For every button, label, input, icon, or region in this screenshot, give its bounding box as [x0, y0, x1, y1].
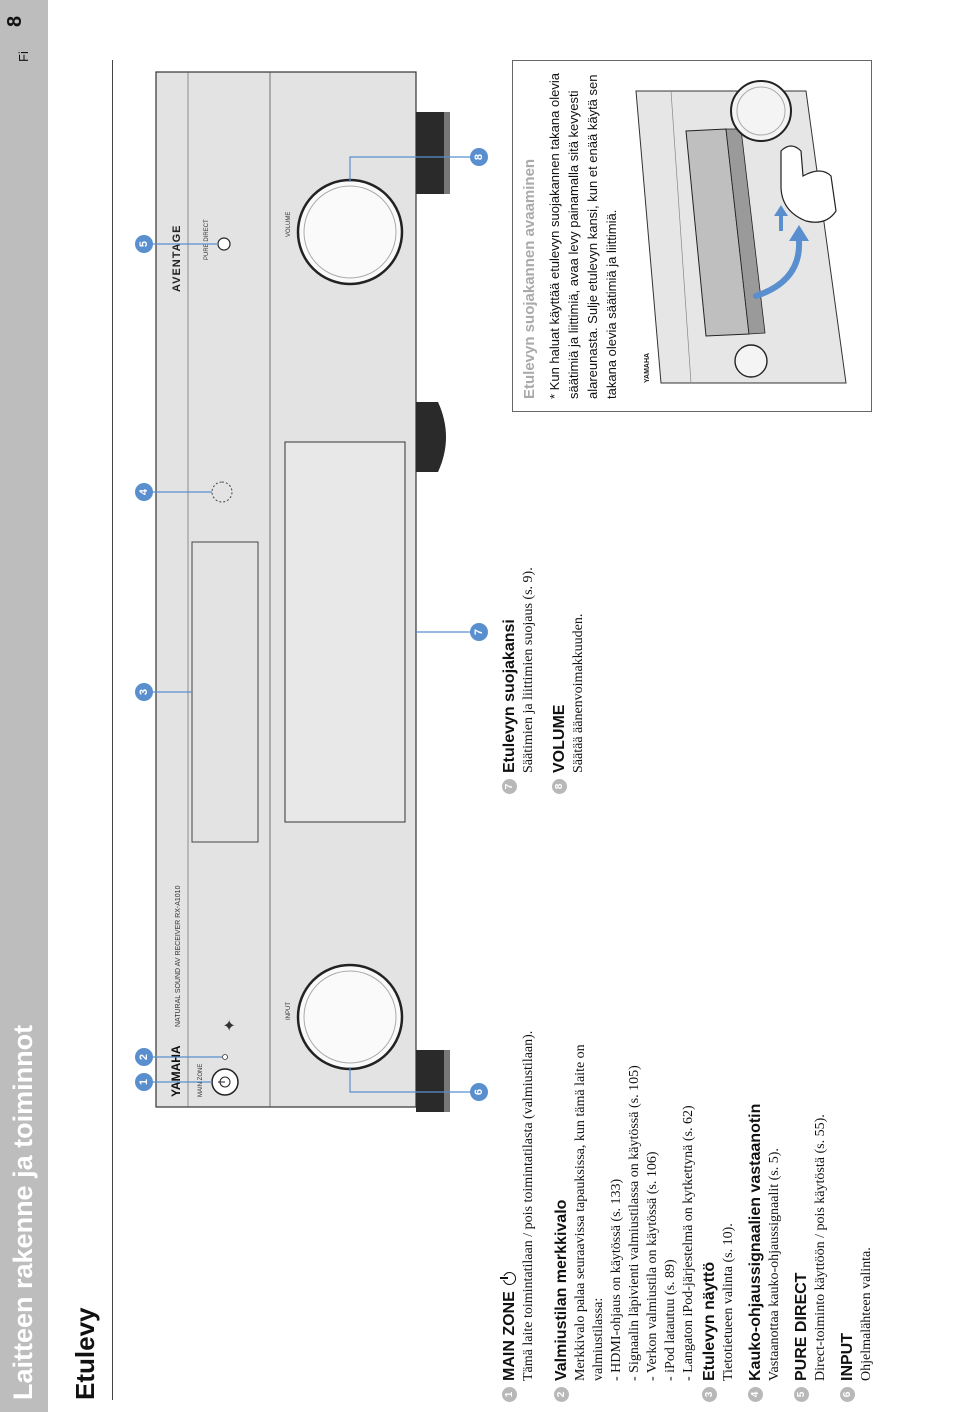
item-remote-sensor: 4 Kauko-ohjaussignaalien vastaanotin Vast… [746, 1104, 784, 1402]
network-logo-icon: ✦ [222, 1019, 239, 1032]
item-desc: Tämä laite toimintatilaan / pois toimint… [521, 1030, 536, 1381]
item-desc: Ohjelmalähteen valinta. [859, 1247, 874, 1381]
open-arrow-icon [753, 238, 803, 299]
chapter-title: Laitteen rakenne ja toiminnot [8, 1024, 38, 1400]
tip-title: Etulevyn suojakannen avaaminen [521, 158, 538, 399]
model-text: NATURAL SOUND AV RECEIVER RX-A1010 [175, 885, 182, 1027]
item-desc: - iPod latautuu (s. 89) [663, 1259, 678, 1381]
section-divider [112, 60, 113, 1400]
item-desc: valmiustilassa: [591, 1297, 606, 1381]
item-desc: Direct-toiminto käyttöön / pois käytöstä… [813, 1114, 828, 1381]
item-title: VOLUME [551, 704, 568, 773]
item-title: MAIN ZONE [501, 1291, 518, 1381]
item-number: 7 [502, 779, 518, 794]
remote-sensor [211, 481, 233, 503]
callout-7: 7 [470, 623, 488, 641]
item-title: Etulevyn suojakansi [501, 619, 518, 773]
item-pure-direct: 5 PURE DIRECT Direct-toiminto käyttöön / … [792, 1114, 830, 1402]
item-title: PURE DIRECT [793, 1272, 810, 1381]
main-zone-label: MAIN ZONE [198, 1064, 204, 1097]
callout-6: 6 [470, 1083, 488, 1101]
item-number: 5 [794, 1387, 810, 1402]
pure-direct-button [217, 237, 231, 251]
opening-cover-illustration: YAMAHA [635, 80, 847, 384]
standby-indicator [222, 1054, 228, 1060]
item-desc: Merkkivalo palaa seuraavissa tapauksissa… [573, 1044, 588, 1381]
callout-1: 1 [135, 1073, 153, 1091]
power-icon [503, 1272, 517, 1286]
item-input: 6 INPUT Ohjelmalähteen valinta. [838, 1247, 876, 1402]
front-display [284, 441, 406, 823]
item-desc: - Verkon valmiustila on käytössä (s. 106… [645, 1151, 660, 1381]
item-desc: Säätää äänenvoimakkuuden. [571, 613, 586, 773]
volume-knob [296, 178, 404, 286]
item-number: 2 [554, 1387, 570, 1402]
volume-label: VOLUME [286, 212, 292, 237]
item-front-cover: 7 Etulevyn suojakansi Säätimien ja liitti… [500, 567, 538, 794]
brand-logo: YAMAHA [169, 1045, 183, 1097]
page-number: 8 [4, 15, 26, 27]
item-main-zone: 1 MAIN ZONE Tämä laite toimintatilaan / p… [500, 1031, 538, 1402]
item-desc: Vastaanottaa kauko-ohjaussignaalit (s. 5… [767, 1148, 782, 1381]
knob-right-icon [730, 80, 792, 142]
item-number: 1 [502, 1387, 518, 1402]
item-front-display: 3 Etulevyn näyttö Tietotietueen valinta (… [700, 1223, 738, 1402]
callout-5: 5 [135, 235, 153, 253]
input-knob [296, 963, 404, 1071]
chapter-header-bar: Laitteen rakenne ja toiminnot [0, 0, 48, 1412]
language-code: Fi [16, 51, 31, 62]
item-standby-indicator: 2 Valmiustilan merkkivalo Merkkivalo pala… [552, 1044, 698, 1402]
item-number: 4 [748, 1387, 764, 1402]
callout-2: 2 [135, 1048, 153, 1066]
item-desc: - Langaton iPod-järjestelmä on kytkettyn… [681, 1105, 696, 1381]
item-title: INPUT [839, 1333, 856, 1381]
item-desc: - Signaalin läpivienti valmiustilassa on… [627, 1065, 642, 1381]
item-number: 8 [552, 779, 568, 794]
tip-text: * Kun haluat käyttää etulevyn suojakanne… [547, 73, 619, 399]
callout-3: 3 [135, 683, 153, 701]
finger-icon [780, 145, 837, 223]
item-title: Etulevyn näyttö [701, 1261, 718, 1381]
section-title: Etulevy [70, 1307, 100, 1401]
knob-left-icon [734, 344, 768, 378]
input-label: INPUT [286, 1002, 292, 1020]
series-logo: AVENTAGE [171, 225, 183, 293]
callout-8: 8 [470, 148, 488, 166]
item-title: Kauko-ohjaussignaalien vastaanotin [747, 1103, 764, 1381]
item-volume: 8 VOLUME Säätää äänenvoimakkuuden. [550, 614, 588, 794]
item-desc: Säätimien ja liittimien suojaus (s. 9). [521, 567, 536, 773]
callout-4: 4 [135, 483, 153, 501]
item-desc: Tietotietueen valinta (s. 10). [721, 1223, 736, 1381]
front-panel-illustration: YAMAHA NATURAL SOUND AV RECEIVER RX-A101… [150, 71, 478, 1112]
item-number: 6 [840, 1387, 856, 1402]
tip-box: Etulevyn suojakannen avaaminen * Kun hal… [512, 60, 872, 412]
item-number: 3 [702, 1387, 718, 1402]
item-desc: - HDMI-ohjaus on käytössä (s. 133) [609, 1178, 624, 1381]
item-title: Valmiustilan merkkivalo [553, 1199, 570, 1381]
pure-direct-label: PURE DIRECT [204, 219, 210, 260]
unit-brand-label: YAMAHA [644, 353, 651, 383]
